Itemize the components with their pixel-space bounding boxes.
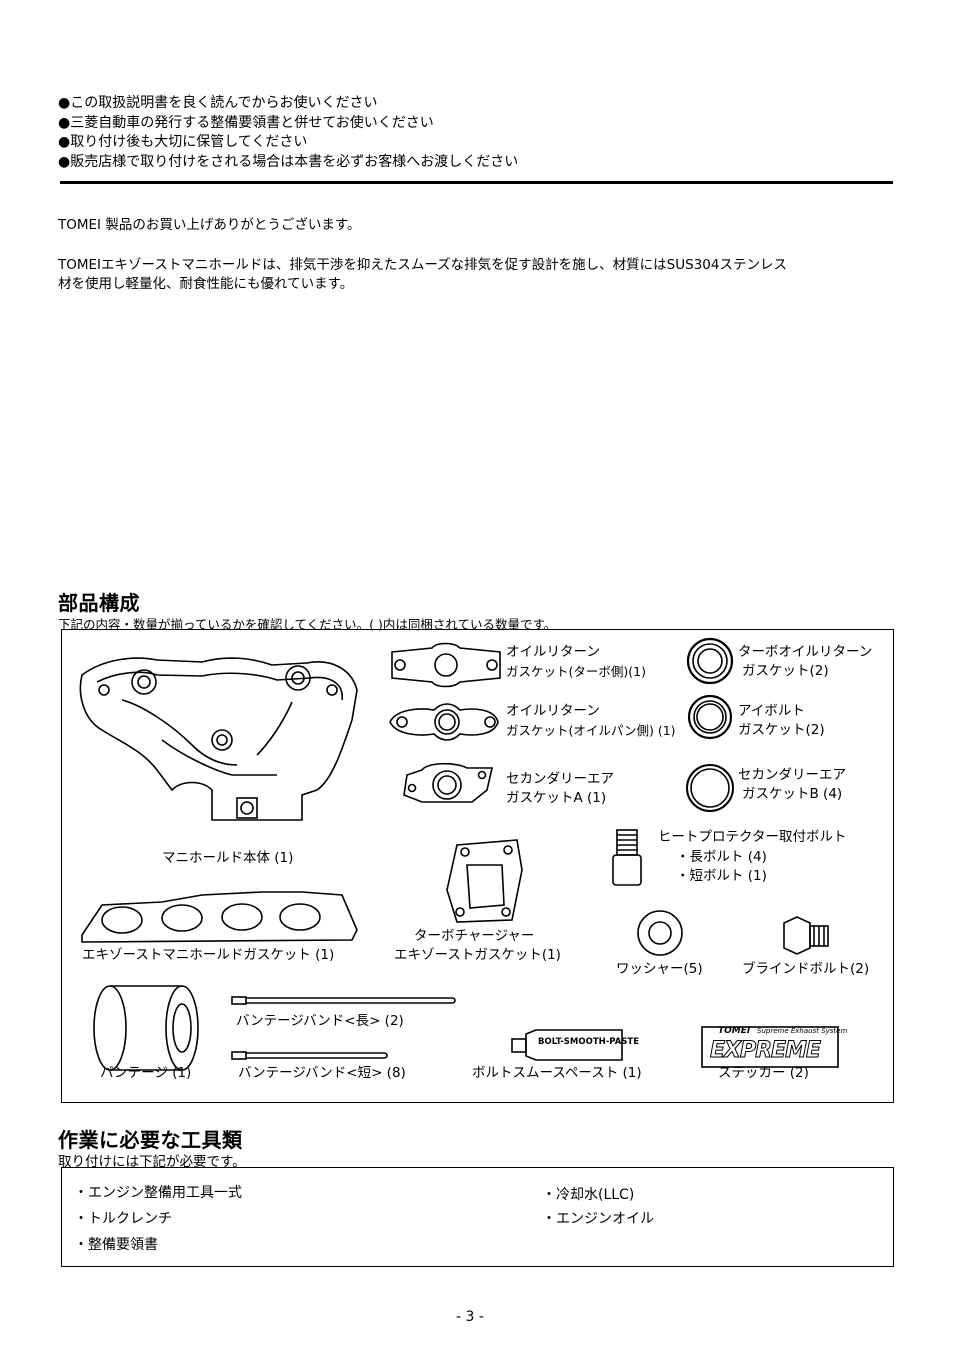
label-band-short: バンテージバンド<短> (8) — [238, 1065, 406, 1081]
intro-desc-line2: 材を使用し軽量化、耐食性能にも優れています。 — [58, 276, 354, 292]
bandage-roll-illustration — [93, 985, 199, 1071]
turbo-exhaust-gasket-illustration — [446, 839, 523, 923]
paste-tube-text: BOLT-SMOOTH-PASTE — [538, 1037, 640, 1047]
label-secondary-b-2: ガスケットB (4) — [742, 786, 843, 802]
notice-1: ●この取扱説明書を良く読んでからお使いください — [58, 95, 378, 111]
label-blind-bolt: ブラインドボルト(2) — [742, 961, 870, 977]
notice-2: ●三菱自動車の発行する整備要領書と併せてお使いください — [58, 115, 434, 131]
label-paste: ボルトスムースペースト (1) — [472, 1065, 642, 1081]
label-manifold: マニホールド本体 (1) — [162, 850, 294, 866]
label-oil-return-turbo-2: ガスケット(ターボ側)(1) — [506, 664, 646, 679]
label-turbo-gasket-2: エキゾーストガスケット(1) — [394, 947, 561, 963]
label-washer: ワッシャー(5) — [616, 961, 703, 977]
manifold-illustration — [79, 657, 358, 821]
label-secondary-a-1: セカンダリーエア — [506, 771, 614, 787]
sticker-brand: TOMEI — [718, 1026, 751, 1036]
manifold-gasket-illustration — [81, 891, 358, 943]
sticker-illustration — [701, 1026, 839, 1068]
notice-4: ●販売店様で取り付けをされる場合は本書を必ずお客様へお渡しください — [58, 154, 519, 170]
notice-3: ●取り付け後も大切に保管してください — [58, 134, 308, 150]
label-eyebolt-2: ガスケット(2) — [738, 722, 825, 738]
label-turbo-gasket-1: ターボチャージャー — [414, 928, 535, 944]
label-heat-bolt-2: ・長ボルト (4) — [676, 849, 767, 865]
tools-heading: 作業に必要な工具類 — [58, 1128, 243, 1152]
heat-protector-bolt-illustration — [612, 829, 642, 886]
intro-thanks: TOMEI 製品のお買い上げありがとうございます。 — [58, 217, 361, 233]
parts-box: BOLT-SMOOTH-PASTE TOMEI Supreme Exhaust … — [61, 629, 894, 1103]
bandage-band-long-illustration — [231, 996, 456, 1005]
divider — [60, 181, 893, 184]
parts-heading: 部品構成 — [58, 591, 140, 615]
tools-box: ・エンジン整備用工具一式 ・トルクレンチ ・整備要領書 ・冷却水(LLC) ・エ… — [61, 1167, 894, 1267]
label-secondary-b-1: セカンダリーエア — [738, 767, 846, 783]
page-number: - 3 - — [456, 1309, 484, 1325]
secondary-air-gasket-a-illustration — [403, 762, 494, 803]
sticker-logo: EXPREME — [709, 1038, 821, 1064]
tool-item-engine-oil: ・エンジンオイル — [542, 1211, 654, 1227]
parts-subheading: 下記の内容・数量が揃っているかを確認してください。( )内は同梱されている数量で… — [58, 617, 557, 632]
label-heat-bolt-3: ・短ボルト (1) — [676, 868, 767, 884]
sticker-tagline: Supreme Exhaust System — [757, 1027, 848, 1035]
secondary-air-gasket-b-illustration — [686, 764, 734, 812]
oil-return-gasket-pan-illustration — [389, 703, 499, 741]
label-turbo-oil-ring-2: ガスケット(2) — [742, 663, 829, 679]
label-oil-return-pan-2: ガスケット(オイルパン側) (1) — [506, 723, 676, 738]
bolt-smooth-paste-tube-illustration — [511, 1029, 623, 1061]
blind-bolt-illustration — [783, 916, 829, 955]
turbo-oil-return-ring-illustration — [686, 637, 734, 685]
label-manifold-gasket: エキゾーストマニホールドガスケット (1) — [82, 947, 335, 963]
intro-desc-line1: TOMEIエキゾーストマニホールドは、排気干渉を抑えたスムーズな排気を促す設計を… — [58, 257, 787, 273]
label-bandage: バンテージ (1) — [100, 1065, 192, 1081]
bandage-band-short-illustration — [231, 1051, 388, 1060]
eyebolt-gasket-illustration — [687, 694, 733, 740]
label-band-long: バンテージバンド<長> (2) — [236, 1013, 404, 1029]
oil-return-gasket-turbo-illustration — [391, 642, 501, 688]
label-turbo-oil-ring-1: ターボオイルリターン — [738, 644, 873, 660]
tool-item-engine-tools: ・エンジン整備用工具一式 — [74, 1185, 242, 1201]
washer-illustration — [637, 910, 683, 956]
label-oil-return-pan-1: オイルリターン — [506, 703, 600, 719]
label-oil-return-turbo-1: オイルリターン — [506, 644, 600, 660]
label-secondary-a-2: ガスケットA (1) — [506, 790, 607, 806]
tool-item-torque-wrench: ・トルクレンチ — [74, 1211, 172, 1227]
label-heat-bolt-1: ヒートプロテクター取付ボルト — [658, 829, 847, 845]
tool-item-coolant: ・冷却水(LLC) — [542, 1187, 635, 1203]
label-eyebolt-1: アイボルト — [738, 703, 805, 719]
parts-illustrations — [79, 637, 839, 1071]
tool-item-service-manual: ・整備要領書 — [74, 1237, 158, 1253]
label-sticker: ステッカー (2) — [718, 1065, 809, 1081]
tools-subheading: 取り付けには下記が必要です。 — [58, 1154, 246, 1170]
